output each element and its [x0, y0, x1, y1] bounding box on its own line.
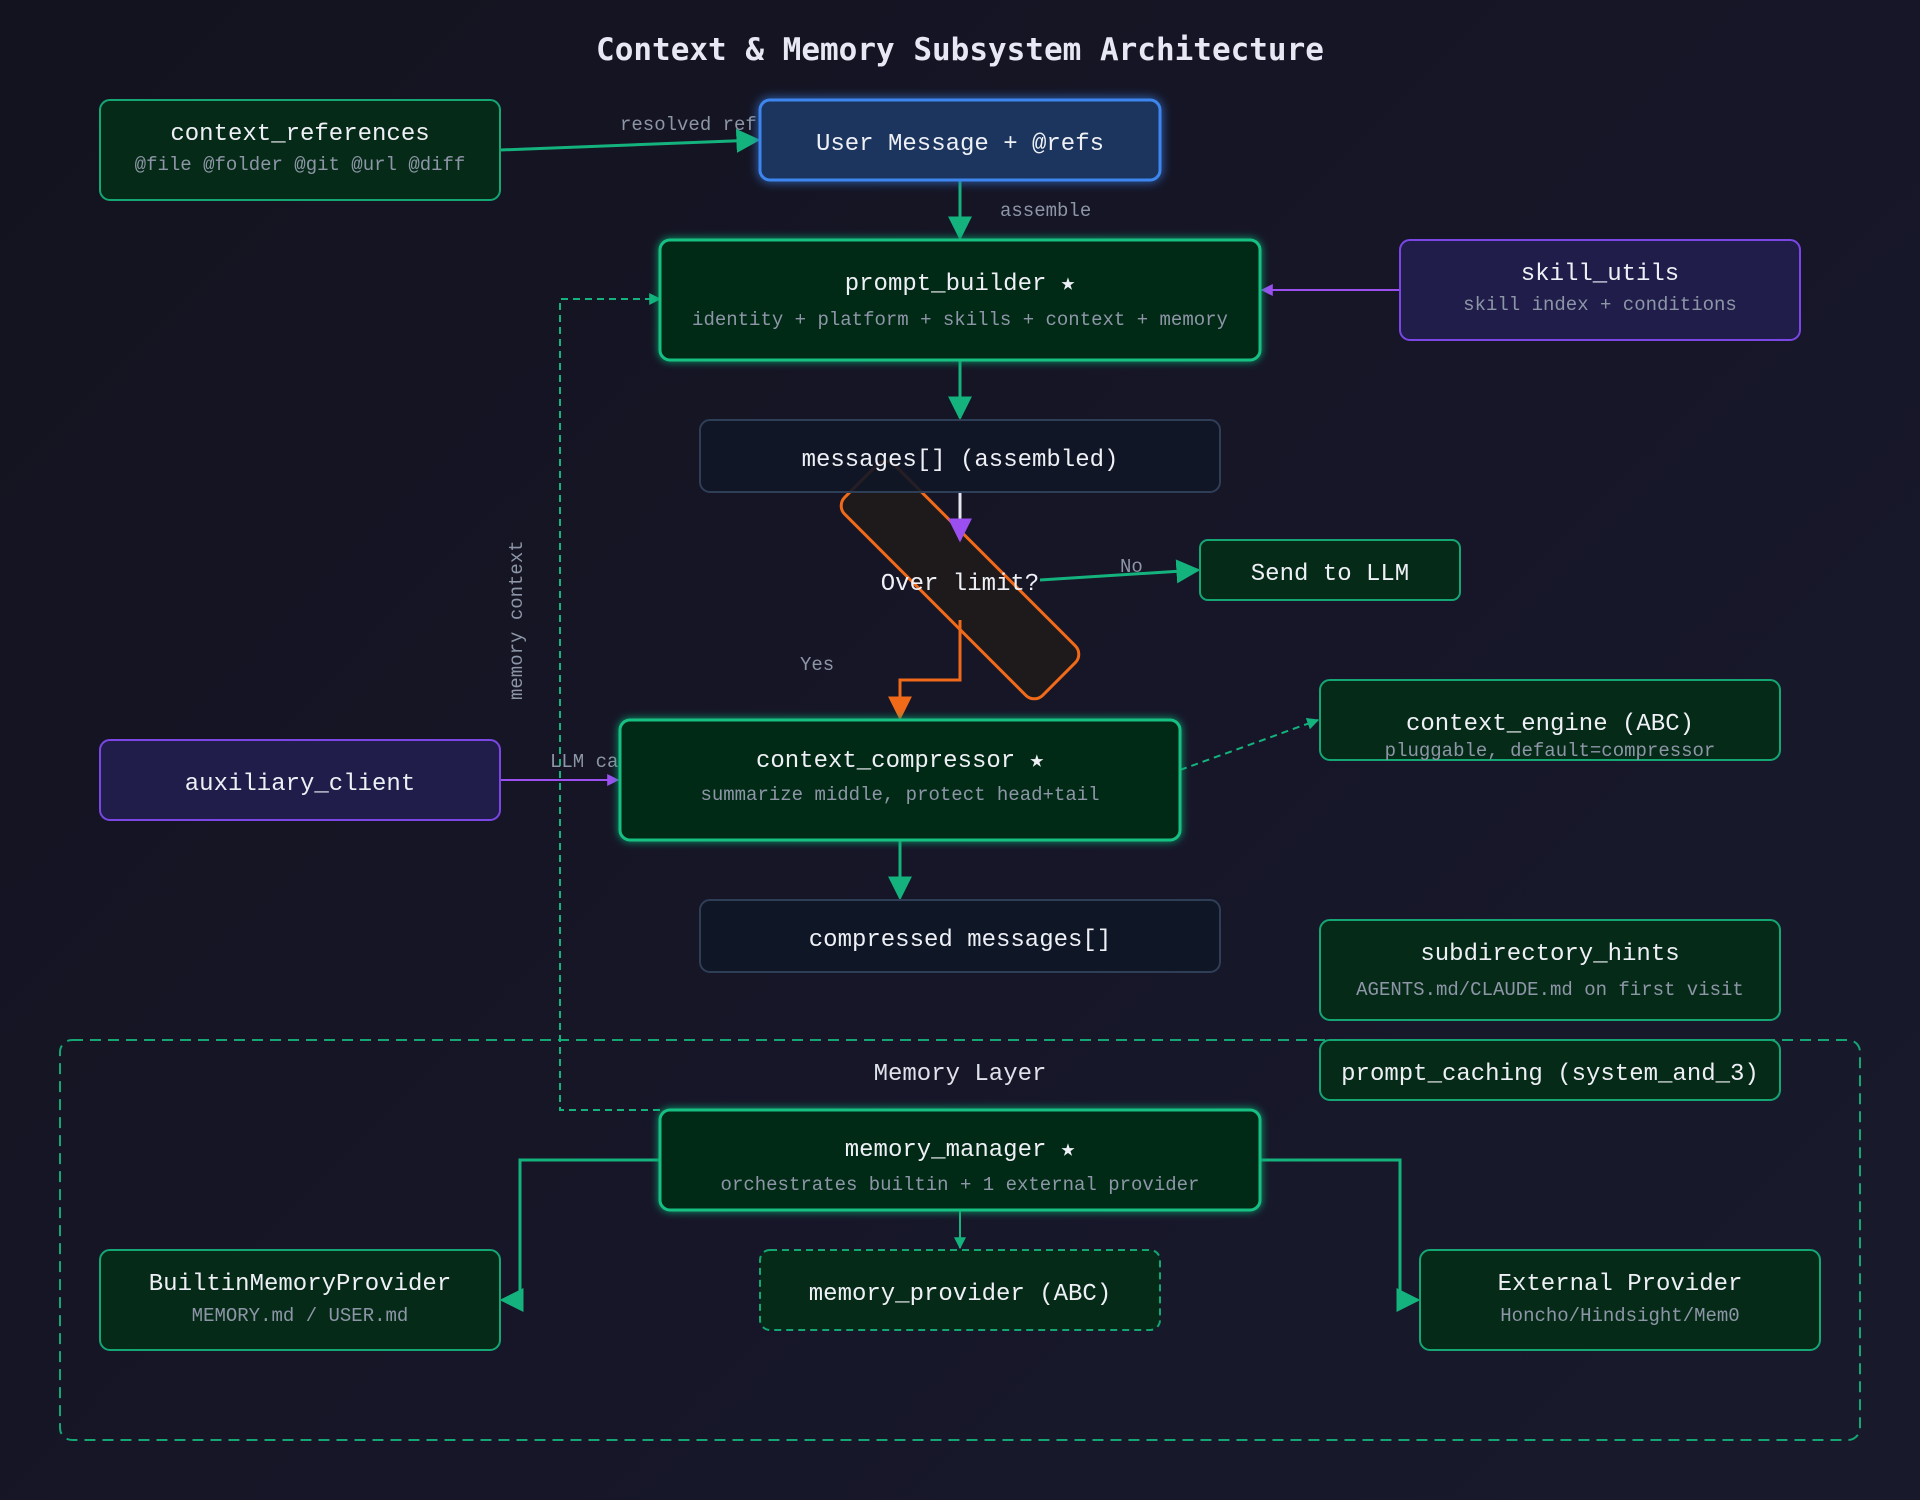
node-subdirectory-hints: subdirectory_hints AGENTS.md/CLAUDE.md o…	[1319, 919, 1781, 1021]
node-context-compressor: context_compressor ★ summarize middle, p…	[618, 718, 1182, 842]
auxiliary-client-title: auxiliary_client	[185, 771, 415, 798]
context-compressor-subtitle: summarize middle, protect head+tail	[700, 784, 1099, 806]
memory-provider-title: memory_provider (ABC)	[809, 1281, 1111, 1308]
node-context-engine: context_engine (ABC) pluggable, default=…	[1319, 679, 1781, 762]
node-memory-manager: memory_manager ★ orchestrates builtin + …	[658, 1108, 1262, 1212]
edge-manager-builtin	[499, 1158, 660, 1312]
context-references-title: context_references	[170, 121, 429, 148]
memory-layer-group: Memory Layer	[59, 1039, 1861, 1441]
edge-memory-context	[559, 293, 662, 1111]
context-engine-subtitle: pluggable, default=compressor	[1385, 740, 1716, 762]
messages-assembled-title: messages[] (assembled)	[802, 447, 1119, 474]
prompt-builder-subtitle: identity + platform + skills + context +…	[692, 309, 1228, 331]
builtin-memory-provider-title: BuiltinMemoryProvider	[149, 1271, 451, 1298]
user-message-title: User Message + @refs	[816, 131, 1104, 158]
prompt-caching-title: prompt_caching (system_and_3)	[1341, 1061, 1759, 1088]
edge-manager-external	[1260, 1158, 1421, 1312]
edge-no	[1039, 559, 1201, 584]
node-user-message: User Message + @refs	[758, 98, 1162, 182]
external-provider-subtitle: Honcho/Hindsight/Mem0	[1500, 1305, 1739, 1327]
subdirectory-hints-subtitle: AGENTS.md/CLAUDE.md on first visit	[1356, 979, 1744, 1001]
memory-layer-label: Memory Layer	[874, 1061, 1047, 1088]
send-to-llm-title: Send to LLM	[1251, 561, 1409, 588]
context-compressor-title: context_compressor ★	[756, 748, 1044, 775]
subdirectory-hints-title: subdirectory_hints	[1420, 941, 1679, 968]
diagram-title: Context & Memory Subsystem Architecture	[596, 32, 1324, 68]
node-compressed-messages: compressed messages[]	[699, 899, 1221, 973]
node-builtin-memory-provider: BuiltinMemoryProvider MEMORY.md / USER.m…	[99, 1249, 501, 1351]
skill-utils-subtitle: skill index + conditions	[1463, 294, 1737, 316]
node-context-references: context_references @file @folder @git @u…	[99, 99, 501, 201]
node-skill-utils: skill_utils skill index + conditions	[1399, 239, 1801, 341]
memory-manager-subtitle: orchestrates builtin + 1 external provid…	[721, 1174, 1200, 1196]
context-references-subtitle: @file @folder @git @url @diff	[135, 154, 466, 176]
edge-compressor-engine	[1179, 718, 1320, 771]
node-messages-assembled: messages[] (assembled)	[699, 419, 1221, 493]
node-memory-provider-abc: memory_provider (ABC)	[759, 1249, 1161, 1331]
context-engine-title: context_engine (ABC)	[1406, 711, 1694, 738]
edge-label-assemble: assemble	[1000, 200, 1091, 222]
node-prompt-builder: prompt_builder ★ identity + platform + s…	[658, 238, 1262, 362]
edge-label-llm-call: LLM call	[550, 751, 641, 773]
external-provider-title: External Provider	[1498, 1271, 1743, 1298]
memory-manager-title: memory_manager ★	[845, 1137, 1075, 1164]
compressed-messages-title: compressed messages[]	[809, 927, 1111, 954]
skill-utils-title: skill_utils	[1521, 261, 1679, 288]
edge-label-memory-context: memory context	[506, 540, 528, 700]
edge-label-yes: Yes	[800, 654, 834, 676]
edge-label-resolved-refs: resolved refs	[620, 114, 768, 136]
edge-yes	[888, 620, 962, 721]
node-send-to-llm: Send to LLM	[1199, 539, 1461, 601]
over-limit-label: Over limit?	[881, 571, 1039, 598]
node-external-provider: External Provider Honcho/Hindsight/Mem0	[1419, 1249, 1821, 1351]
node-auxiliary-client: auxiliary_client	[99, 739, 501, 821]
builtin-memory-provider-subtitle: MEMORY.md / USER.md	[192, 1305, 409, 1327]
edge-resolved-refs	[499, 128, 761, 153]
prompt-builder-title: prompt_builder ★	[845, 271, 1075, 298]
node-prompt-caching: prompt_caching (system_and_3)	[1319, 1039, 1781, 1101]
edge-label-no: No	[1120, 556, 1143, 578]
